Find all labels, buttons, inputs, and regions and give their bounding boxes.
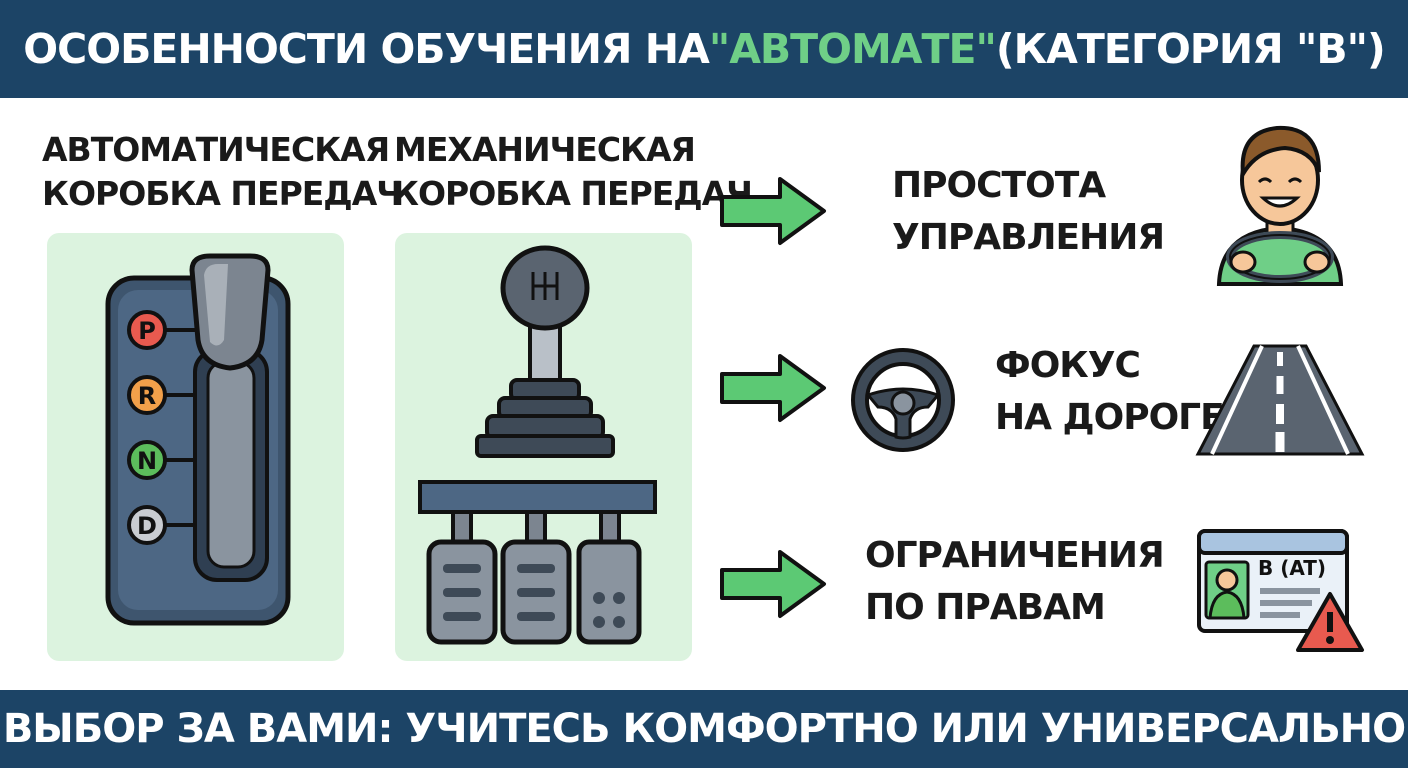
svg-text:D: D	[137, 512, 157, 540]
clutch-pedal-icon	[426, 539, 498, 645]
license-category-text: B (AT)	[1258, 556, 1327, 580]
gas-pedal-icon	[576, 539, 642, 645]
arrow-right-icon	[720, 550, 826, 618]
auto-gearbox-label: АВТОМАТИЧЕСКАЯ КОРОБКА ПЕРЕДАЧ	[42, 130, 403, 213]
gear-p: P	[127, 310, 167, 350]
arrow-right-icon	[720, 354, 826, 422]
feature-ease-of-control: ПРОСТОТА УПРАВЛЕНИЯ	[892, 165, 1165, 258]
page-title: ОСОБЕННОСТИ ОБУЧЕНИЯ НА "АВТОМАТЕ" (КАТЕ…	[23, 25, 1385, 73]
gear-r: R	[127, 375, 167, 415]
feature-license-restriction: ОГРАНИЧЕНИЯ ПО ПРАВАМ	[865, 535, 1165, 628]
manual-shifter-icon	[418, 245, 657, 645]
svg-text:P: P	[138, 317, 156, 345]
happy-driver-icon	[1216, 125, 1344, 286]
footer-banner: ВЫБОР ЗА ВАМИ: УЧИТЕСЬ КОМФОРТНО ИЛИ УНИ…	[0, 690, 1408, 768]
gear-n: N	[127, 440, 167, 480]
manual-gearbox-label: МЕХАНИЧЕСКАЯ КОРОБКА ПЕРЕДАЧ	[392, 130, 753, 213]
title-accent: "АВТОМАТЕ"	[708, 25, 997, 73]
svg-text:R: R	[138, 382, 156, 410]
svg-text:N: N	[137, 447, 157, 475]
arrow-right-icon	[720, 177, 826, 245]
license-card-icon: B (AT)	[1196, 528, 1366, 656]
automatic-shifter-icon: P R N D	[105, 253, 291, 626]
footer-text: ВЫБОР ЗА ВАМИ: УЧИТЕСЬ КОМФОРТНО ИЛИ УНИ…	[2, 706, 1406, 752]
brake-pedal-icon	[500, 539, 572, 645]
road-icon	[1195, 344, 1365, 456]
steering-wheel-icon	[851, 348, 955, 452]
feature-road-focus: ФОКУС НА ДОРОГЕ	[995, 345, 1225, 438]
header-banner: ОСОБЕННОСТИ ОБУЧЕНИЯ НА "АВТОМАТЕ" (КАТЕ…	[0, 0, 1408, 98]
gear-d: D	[127, 505, 167, 545]
